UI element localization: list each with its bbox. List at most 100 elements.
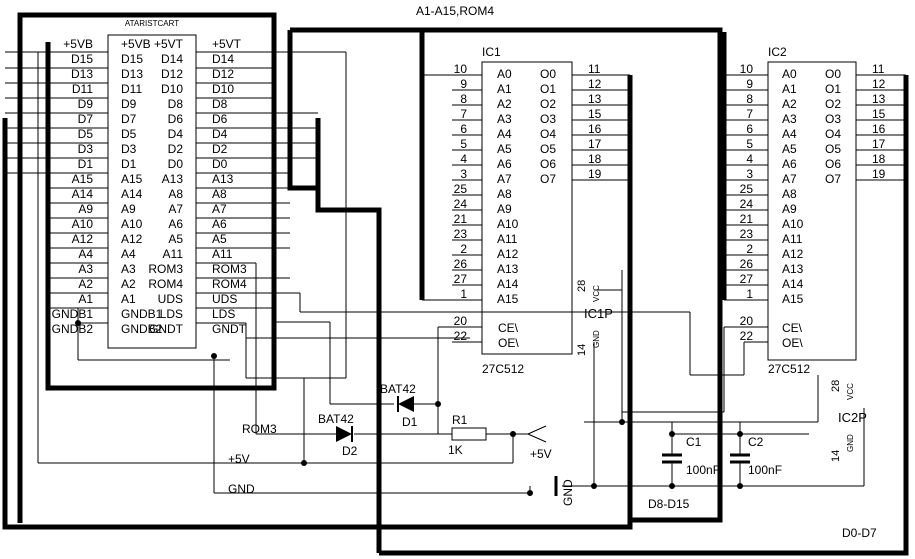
- ic2-gnd-label: GND: [846, 434, 855, 452]
- c2-name: C2: [748, 435, 764, 449]
- ic2-data-name-0: O0: [825, 67, 841, 81]
- ground-symbol-label: GND: [561, 479, 575, 506]
- cart-right-outer-label-5: D6: [212, 112, 228, 126]
- ic2-name: IC2: [768, 45, 787, 59]
- cart-left-inner-label-2: D13: [121, 67, 143, 81]
- cart-right-outer-label-10: A8: [212, 187, 227, 201]
- ic1-addr-pin-1: 9: [460, 77, 467, 91]
- cart-left-inner-label-4: D9: [121, 97, 137, 111]
- ic2-addr-name-6: A6: [782, 157, 797, 171]
- r1-value: 1K: [448, 443, 463, 457]
- ic2-addr-name-9: A9: [782, 202, 797, 216]
- ic2-addr-pin-10: 21: [740, 212, 754, 226]
- cart-left-inner-label-17: A1: [121, 292, 136, 306]
- ic1-addr-name-1: A1: [497, 82, 512, 96]
- ic2-data-name-2: O2: [825, 97, 841, 111]
- ic1-ce-name: CE\: [498, 321, 519, 335]
- ic1-addr-pin-3: 7: [460, 107, 467, 121]
- ic2-addr-name-4: A4: [782, 127, 797, 141]
- diode-d2-body: [336, 426, 352, 442]
- bus-d8-d15-label: D8-D15: [648, 497, 690, 511]
- ic1-power-name: IC1P: [584, 306, 613, 321]
- ic1-gnd-label: GND: [592, 330, 601, 348]
- ic2-addr-pin-9: 24: [740, 197, 754, 211]
- cart-right-inner-label-3: D10: [161, 82, 183, 96]
- cart-left-outer-label-13: A12: [72, 232, 94, 246]
- ic1-body: [481, 61, 573, 355]
- ic2-body: [767, 61, 857, 361]
- ic1-addr-pin-14: 27: [454, 272, 468, 286]
- ic1-addr-pin-4: 6: [460, 122, 467, 136]
- d1-name: D1: [402, 415, 418, 429]
- cart-left-outer-label-19: GNDB2: [52, 322, 94, 336]
- cart-right-inner-labels: +5VTD14D12D10D8D6D4D2D0A13A8A7A6A5A11ROM…: [148, 37, 183, 336]
- cart-right-outer-label-7: D2: [212, 142, 228, 156]
- cart-right-outer-label-13: A5: [212, 232, 227, 246]
- ic1-addr-name-14: A14: [497, 277, 519, 291]
- ic1-addr-name-10: A10: [497, 217, 519, 231]
- cart-right-outer-label-12: A6: [212, 217, 227, 231]
- ic1-addr-name-13: A13: [497, 262, 519, 276]
- d2-type: BAT42: [318, 412, 354, 426]
- cart-connector-body: [107, 34, 197, 349]
- ic2-part: 27C512: [768, 362, 810, 376]
- cart-right-outer-label-11: A7: [212, 202, 227, 216]
- rom3-net-label: ROM3: [242, 422, 277, 436]
- ic1-gnd-pin: 14: [576, 344, 588, 356]
- ic2-data-pin-3: 15: [872, 107, 886, 121]
- ic1-addr-name-7: A7: [497, 172, 512, 186]
- cart-right-inner-label-11: A7: [168, 202, 183, 216]
- ic2-data-pin-6: 18: [872, 152, 886, 166]
- cart-right-outer-label-3: D10: [212, 82, 234, 96]
- ic1-data-name-6: O6: [540, 157, 556, 171]
- ic1-addr-pin-12: 2: [460, 242, 467, 256]
- diode-d1-body: [398, 396, 414, 412]
- cart-left-inner-label-15: A3: [121, 262, 136, 276]
- ic1-addr-name-4: A4: [497, 127, 512, 141]
- cart-right-outer-label-15: ROM3: [212, 262, 247, 276]
- ic1-addr-name-2: A2: [497, 97, 512, 111]
- ic1-data-pin-5: 17: [588, 137, 602, 151]
- cart-left-inner-labels: +5VBD15D13D11D9D7D5D3D1A15A14A9A10A12A4A…: [121, 37, 163, 336]
- ic2-data-pin-0: 11: [872, 62, 885, 76]
- ic2-addr-name-10: A10: [782, 217, 804, 231]
- cart-right-inner-label-12: A6: [168, 217, 183, 231]
- cart-left-inner-label-19: GNDB2: [121, 322, 163, 336]
- ic1-data-name-1: O1: [540, 82, 556, 96]
- d1-type: BAT42: [380, 382, 416, 396]
- cart-right-inner-label-18: LDS: [160, 307, 183, 321]
- ic2-data-pin-4: 16: [872, 122, 886, 136]
- cart-right-inner-label-8: D0: [168, 157, 184, 171]
- cart-left-outer-label-3: D11: [72, 82, 93, 96]
- cart-right-inner-label-7: D2: [168, 142, 184, 156]
- diagram-title: A1-A15,ROM4: [416, 4, 494, 18]
- cart-right-inner-label-0: +5VT: [154, 37, 184, 51]
- cart-right-inner-label-6: D4: [168, 127, 184, 141]
- ic1-addr-pin-7: 3: [460, 167, 467, 181]
- ic1-name: IC1: [482, 45, 501, 59]
- ic2-addr-name-8: A8: [782, 187, 797, 201]
- cart-right-outer-label-14: A11: [212, 247, 233, 261]
- ic1-ce-pin: 20: [454, 314, 468, 328]
- cart-left-inner-label-3: D11: [121, 82, 142, 96]
- ic2-addr-name-7: A7: [782, 172, 797, 186]
- ic2-oe-pin: 22: [740, 329, 754, 343]
- ic1-addr-name-0: A0: [497, 67, 512, 81]
- ic2-addr-name-11: A11: [782, 232, 803, 246]
- ic1-addr-pin-8: 25: [454, 182, 468, 196]
- ic1-addr-pin-6: 4: [460, 152, 467, 166]
- cart-left-outer-label-6: D5: [78, 127, 94, 141]
- ic1-data-pin-4: 16: [588, 122, 602, 136]
- ic2-addr-pin-13: 26: [740, 257, 754, 271]
- diode-d1: [397, 396, 414, 412]
- ic2-gnd-pin: 14: [830, 450, 842, 462]
- vcc-label: +5V: [530, 447, 552, 461]
- cart-left-outer-label-4: D9: [78, 97, 94, 111]
- ic1-addr-pin-2: 8: [460, 92, 467, 106]
- cart-left-inner-label-8: D1: [121, 157, 137, 171]
- cart-right-outer-label-4: D8: [212, 97, 228, 111]
- ic1-data-pin-3: 15: [588, 107, 602, 121]
